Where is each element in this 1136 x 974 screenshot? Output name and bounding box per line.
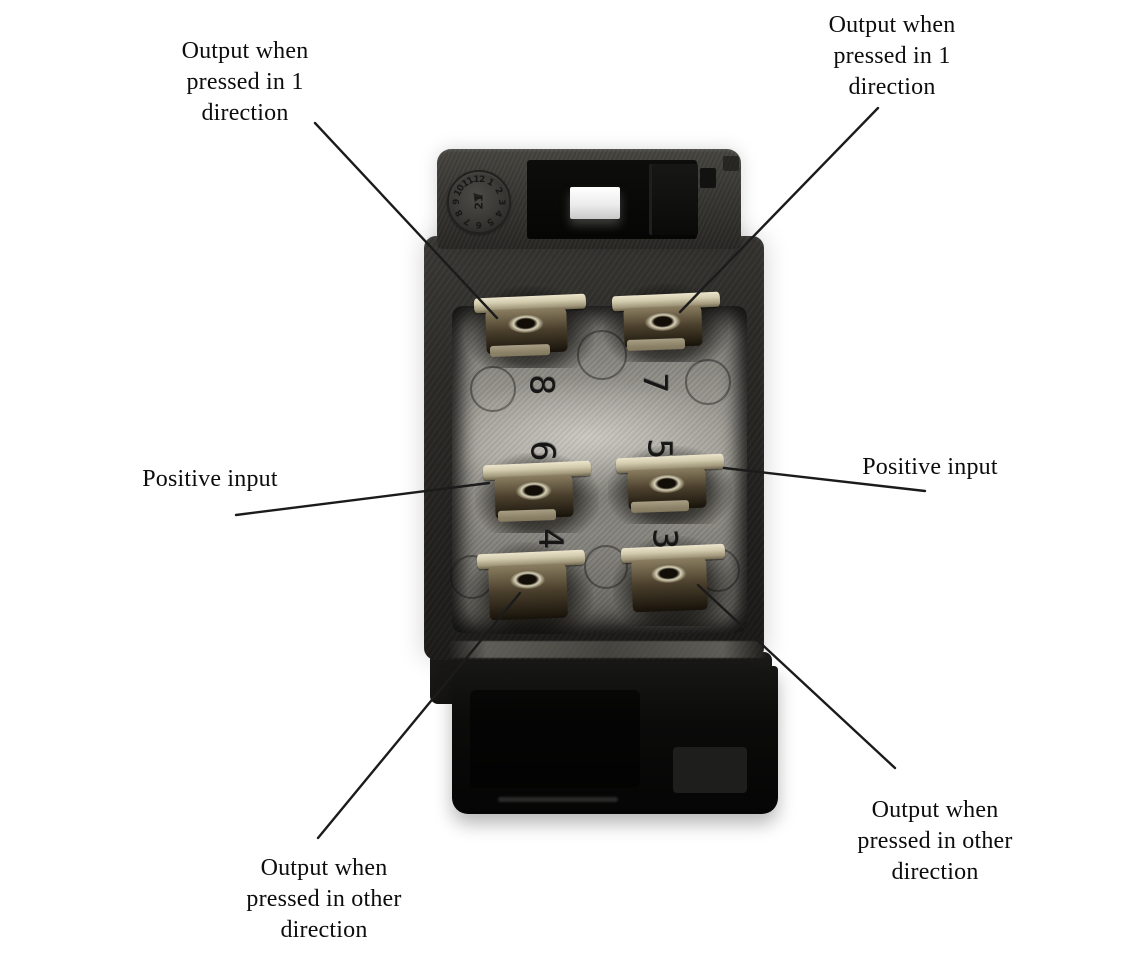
dial-number: 2: [492, 186, 504, 196]
window-side-cavity: [649, 164, 698, 235]
annotation-text-line: direction: [848, 74, 936, 100]
annotation-text-line: direction: [891, 859, 979, 885]
annotation-text-line: pressed in 1: [833, 43, 951, 69]
pin-number-7: 7: [635, 372, 675, 394]
date-code-dial: 12 1 2 3 4 5 6 7 8 9 10 11 21: [447, 170, 511, 234]
cap-mold-notch: [700, 168, 716, 188]
pin-hole: [644, 311, 681, 332]
mold-circle: [470, 366, 516, 412]
pin-face: [487, 563, 568, 621]
housing-bottom-edge-highlight: [498, 797, 618, 802]
pin-number-6: 6: [523, 440, 563, 462]
pin-face: [631, 557, 709, 613]
annotation-mid-right: Positive input: [840, 452, 1020, 483]
annotation-text-line: Output when: [260, 855, 388, 881]
dial-number: 7: [463, 215, 473, 227]
pin-lower-edge: [630, 499, 690, 514]
pin-5-terminal: [608, 446, 732, 524]
annotation-text-line: Output when: [181, 38, 309, 64]
pin-number-8: 8: [522, 374, 562, 396]
pin-lower-edge: [626, 337, 686, 352]
pin-7-terminal: [604, 284, 728, 362]
annotation-text-line: pressed in other: [857, 828, 1013, 854]
annotation-text-line: pressed in other: [246, 886, 402, 912]
dial-number: 4: [492, 208, 504, 218]
pin-lower-edge: [497, 508, 557, 523]
dial-number: 3: [496, 199, 506, 205]
pin-hole: [648, 473, 685, 494]
annotation-bottom-right: Output when pressed in other direction: [835, 795, 1035, 888]
annotation-bottom-left: Output when pressed in other direction: [224, 853, 424, 946]
pin-number-5: 5: [640, 438, 680, 460]
dial-number: 9: [452, 199, 462, 205]
dial-number: 6: [476, 219, 482, 229]
pin-8-terminal: [466, 286, 594, 368]
cap-mold-notch: [723, 156, 739, 171]
pin-hole: [508, 313, 545, 334]
dial-number: 1: [485, 177, 495, 189]
annotation-mid-left: Positive input: [120, 464, 300, 495]
pin-number-4: 4: [531, 528, 571, 550]
dial-number: 5: [485, 215, 495, 227]
housing-recess-shadow: [470, 690, 640, 788]
pin-6-terminal: [475, 453, 599, 533]
pin-hole: [515, 480, 552, 501]
annotation-text-line: Positive input: [862, 454, 998, 480]
switch-housing-ridge: [448, 641, 768, 658]
mold-circle: [685, 359, 731, 405]
switch-top-cap: 12 1 2 3 4 5 6 7 8 9 10 11 21: [437, 149, 741, 249]
annotation-text-line: Output when: [871, 797, 999, 823]
housing-highlight-patch: [673, 747, 747, 793]
annotation-text-line: Positive input: [142, 466, 278, 492]
pin-4-terminal: [469, 542, 593, 634]
annotation-text-line: direction: [280, 917, 368, 943]
actuator-slider: [570, 187, 620, 219]
annotation-text-line: pressed in 1: [186, 69, 304, 95]
annotation-text-line: direction: [201, 100, 289, 126]
pin-hole: [508, 569, 546, 590]
actuator-window: [527, 160, 698, 239]
pin-number-3: 3: [645, 528, 685, 550]
pin-3-terminal: [613, 536, 733, 626]
pin-lower-edge: [489, 343, 551, 358]
annotation-top-left: Output when pressed in 1 direction: [145, 36, 345, 129]
switch-bottom-housing: [452, 666, 778, 814]
annotation-top-right: Output when pressed in 1 direction: [792, 10, 992, 103]
dial-number: 8: [454, 208, 466, 218]
annotation-text-line: Output when: [828, 12, 956, 38]
pin-hole: [651, 563, 688, 584]
